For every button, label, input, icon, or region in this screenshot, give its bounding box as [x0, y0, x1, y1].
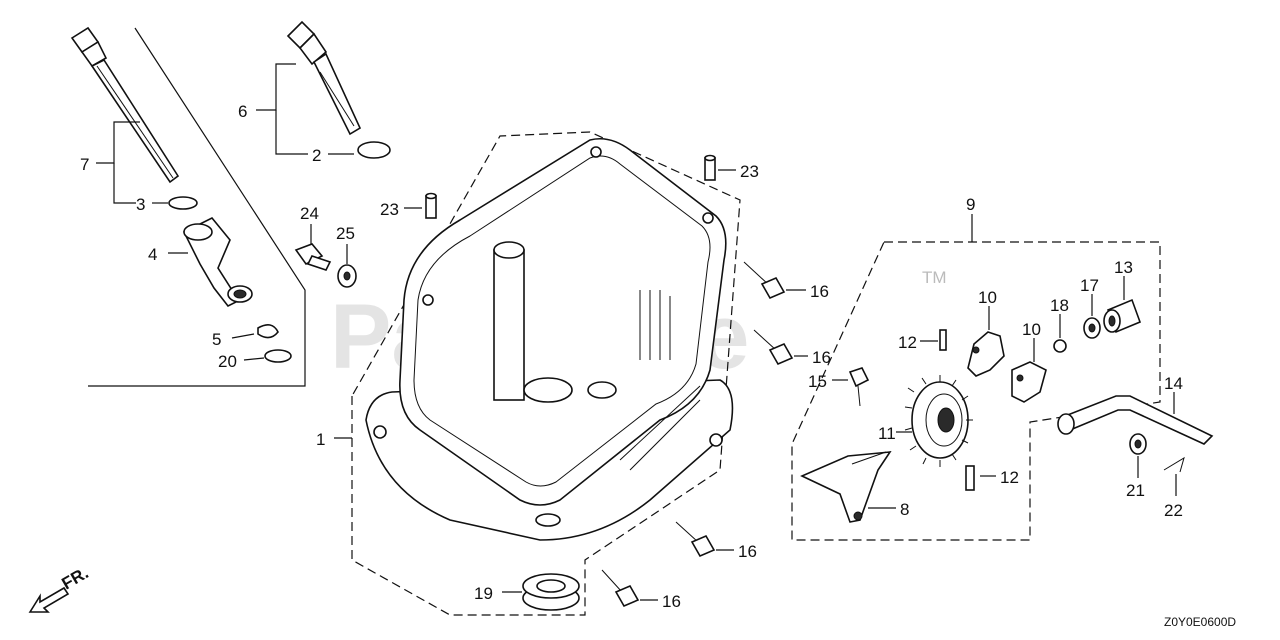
bolt-16-bottom[interactable]: [601, 569, 640, 608]
callout-16-d[interactable]: 16: [662, 592, 681, 611]
washer-part-2[interactable]: [357, 141, 391, 159]
watermark-tm: TM: [922, 268, 947, 287]
bolt-16-upper[interactable]: [743, 261, 786, 300]
governor-weight-10-b[interactable]: [1011, 361, 1047, 403]
callout-23-left[interactable]: 23: [380, 200, 399, 219]
callout-16-a[interactable]: 16: [810, 282, 829, 301]
governor-arm-part-14[interactable]: [1057, 395, 1214, 445]
callout-10-b[interactable]: 10: [1022, 320, 1041, 339]
governor-gear-part-11[interactable]: [904, 375, 973, 467]
callout-15[interactable]: 15: [808, 372, 827, 391]
callout-11[interactable]: 11: [878, 424, 896, 443]
callout-18[interactable]: 18: [1050, 296, 1069, 315]
bolt-16-middle[interactable]: [753, 329, 794, 366]
callout-17[interactable]: 17: [1080, 276, 1099, 295]
callout-9[interactable]: 9: [966, 195, 975, 214]
callout-14[interactable]: 14: [1164, 374, 1183, 393]
oil-seal-part-19[interactable]: [522, 573, 580, 611]
bolt-16-lower[interactable]: [675, 521, 716, 558]
callout-23-right[interactable]: 23: [740, 162, 759, 181]
clip-part-18[interactable]: [1053, 339, 1067, 353]
pin-12-upper[interactable]: [939, 329, 947, 351]
governor-weight-10-a[interactable]: [967, 331, 1005, 377]
callout-21[interactable]: 21: [1126, 481, 1145, 500]
callout-5[interactable]: 5: [212, 330, 221, 349]
callout-3[interactable]: 3: [136, 195, 145, 214]
dowel-pin-23-left[interactable]: [425, 192, 437, 219]
governor-holder-part-8[interactable]: [800, 451, 892, 523]
governor-group-frame: [791, 241, 1161, 541]
callout-10-a[interactable]: 10: [978, 288, 997, 307]
dipstick-part-7[interactable]: [70, 26, 180, 184]
clip-part-5[interactable]: [257, 324, 279, 339]
crankcase-cover-part-1[interactable]: [365, 137, 734, 541]
clip-part-22[interactable]: [1163, 456, 1185, 473]
callout-25[interactable]: 25: [336, 224, 355, 243]
callout-4[interactable]: 4: [148, 245, 157, 264]
callout-22[interactable]: 22: [1164, 501, 1183, 520]
callout-20[interactable]: 20: [218, 352, 237, 371]
callout-12-upper[interactable]: 12: [898, 333, 917, 352]
dipstick-group-frame: [88, 27, 306, 387]
callout-6[interactable]: 6: [238, 102, 247, 121]
washer-part-3[interactable]: [168, 196, 198, 210]
diagram-code: Z0Y0E0600D: [1164, 615, 1236, 629]
callout-1[interactable]: 1: [316, 430, 325, 449]
oil-filler-part-4[interactable]: [182, 216, 253, 308]
dipstick-part-6[interactable]: [286, 20, 362, 136]
callout-19[interactable]: 19: [474, 584, 493, 603]
crankcase-outline: [351, 131, 741, 616]
callout-13[interactable]: 13: [1114, 258, 1133, 277]
sleeve-part-13[interactable]: [1103, 298, 1142, 334]
oring-part-20[interactable]: [264, 349, 292, 363]
callout-8[interactable]: 8: [900, 500, 909, 519]
callout-7[interactable]: 7: [80, 155, 89, 174]
bolt-part-15[interactable]: [848, 367, 870, 407]
callout-12-lower[interactable]: 12: [1000, 468, 1019, 487]
bolt-part-24[interactable]: [294, 243, 332, 271]
callout-24[interactable]: 24: [300, 204, 319, 223]
callout-2[interactable]: 2: [312, 146, 321, 165]
front-arrow-icon: [28, 586, 70, 613]
callout-16-b[interactable]: 16: [812, 348, 831, 367]
pin-12-lower[interactable]: [965, 465, 975, 491]
callout-16-c[interactable]: 16: [738, 542, 757, 561]
dowel-pin-23-right[interactable]: [704, 154, 716, 181]
